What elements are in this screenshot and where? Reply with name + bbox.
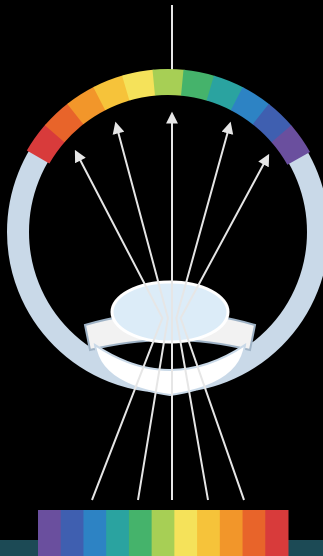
arc-segment (55, 113, 77, 134)
arc-segment (99, 88, 127, 99)
prism-lower-shadow (95, 345, 245, 395)
light-rays (76, 114, 268, 500)
bar-segment (61, 510, 84, 556)
bar-segment (152, 510, 175, 556)
arc-segment (182, 83, 212, 89)
top-spectrum-arc (38, 82, 299, 158)
bar-segment (38, 510, 61, 556)
bar-segment (129, 510, 152, 556)
bar-segment (220, 510, 243, 556)
prism-icon (112, 282, 228, 342)
arc-segment (126, 83, 156, 89)
arc-segment (38, 133, 56, 157)
bar-segment (106, 510, 129, 556)
bottom-spectrum-bar (38, 510, 289, 556)
arc-segment (237, 99, 262, 115)
bar-segment (265, 510, 288, 556)
arc-segment (281, 134, 298, 159)
arc-segment (154, 82, 184, 83)
arc-segment (75, 98, 100, 114)
arc-segment (261, 114, 283, 135)
arc-segment (210, 88, 238, 99)
bar-segment (243, 510, 266, 556)
bar-segment (197, 510, 220, 556)
bar-segment (83, 510, 106, 556)
bar-segment (174, 510, 197, 556)
